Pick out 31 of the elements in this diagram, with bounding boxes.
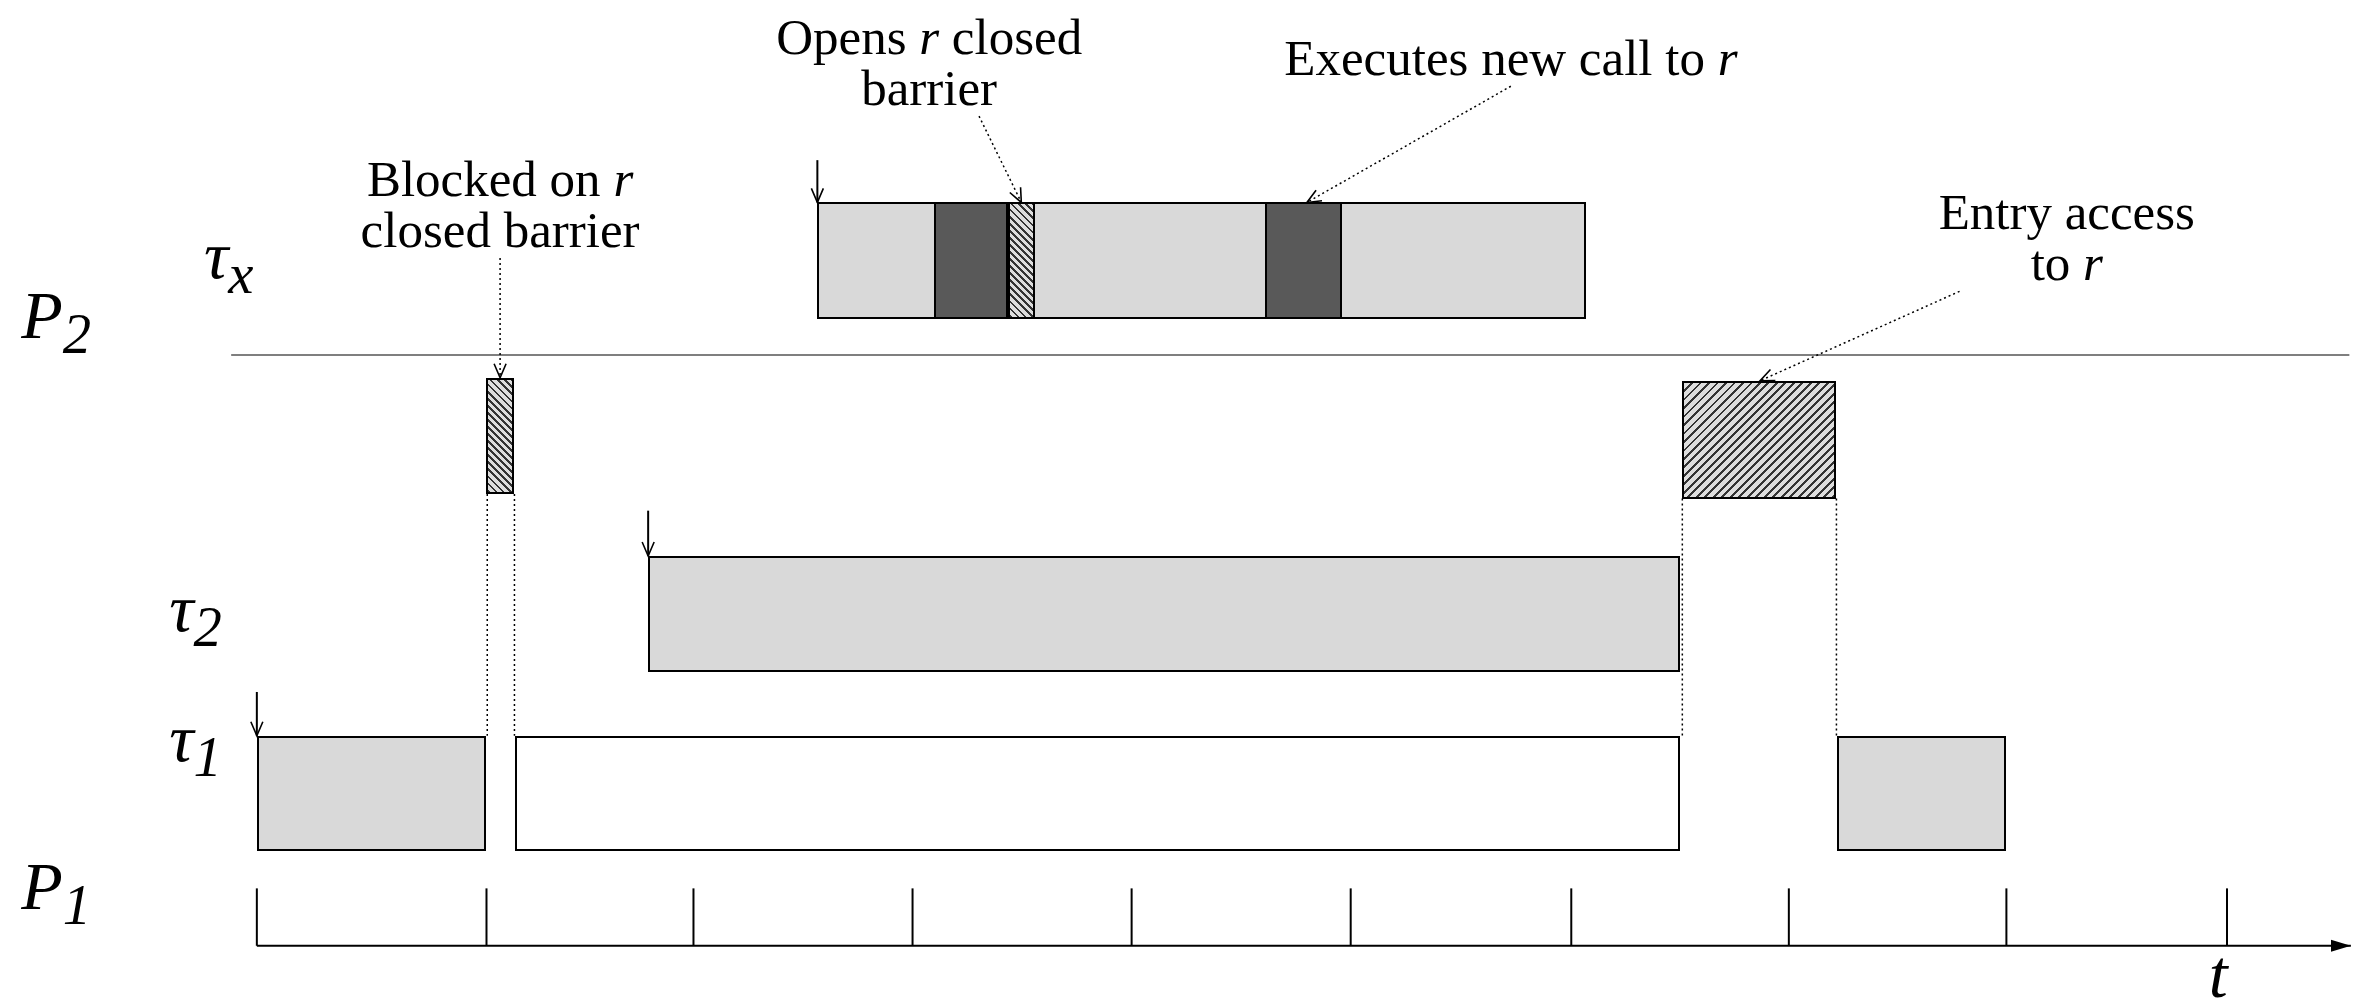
guide-line	[1681, 497, 1684, 737]
guide-line	[1835, 497, 1838, 737]
processor-label: P$_{2}$	[21, 281, 91, 363]
shaded-bar	[933, 202, 1008, 319]
processor-label: P$_{1}$	[21, 852, 91, 934]
release-arrow	[250, 690, 264, 737]
task-bar	[817, 202, 1587, 319]
release-arrow	[641, 509, 655, 557]
annotation-text: Blocked on r closed barrier	[311, 154, 689, 257]
annotation-text: Executes new call to r	[1284, 33, 1738, 85]
axis-label: t	[2208, 939, 2228, 1002]
leader-line	[978, 115, 1023, 204]
task-bar	[515, 735, 1681, 851]
hatched-bar	[486, 377, 514, 495]
hatched-bar	[1007, 202, 1035, 319]
annotation-text: Opens r closed barrier	[725, 12, 1134, 115]
task-label: τ$_{1}$	[169, 704, 222, 786]
task-bar	[1837, 735, 2007, 851]
annotation-text: Entry access to r	[1915, 187, 2218, 290]
leader-line	[1306, 85, 1512, 204]
task-label: τ$_{x}$	[203, 220, 254, 302]
task-bar	[256, 735, 487, 851]
shaded-bar	[1264, 202, 1342, 319]
leader-line	[1759, 290, 1961, 382]
task-bar	[648, 556, 1681, 673]
guide-line	[513, 493, 516, 737]
hatched-bar	[1681, 380, 1836, 499]
task-label: τ$_{2}$	[169, 574, 222, 656]
guide-line	[486, 493, 488, 737]
leader-line	[493, 257, 507, 379]
release-arrow	[810, 159, 825, 204]
